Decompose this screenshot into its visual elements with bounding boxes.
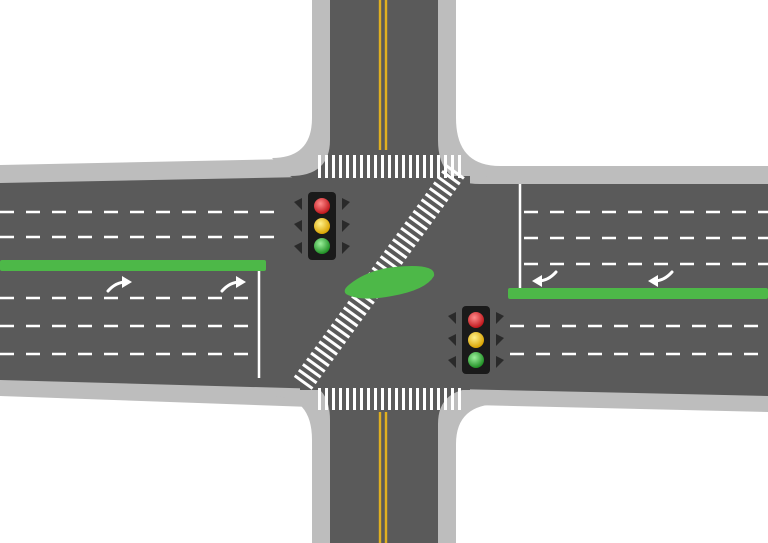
crosswalk-stripe: [388, 388, 391, 410]
crosswalk-stripe: [437, 388, 440, 410]
crosswalk-stripe: [420, 198, 441, 214]
crosswalk-stripe: [392, 238, 412, 254]
crosswalk-stripe: [326, 329, 347, 345]
crosswalk-stripe: [432, 181, 453, 197]
crosswalk-stripe: [360, 388, 363, 410]
crosswalk-stripe: [330, 323, 351, 339]
crosswalk-stripe: [322, 334, 343, 351]
crosswalk-stripe: [395, 388, 398, 410]
crosswalk-stripe: [310, 351, 330, 368]
signal-green-lamp: [468, 352, 484, 368]
center-line-north: [378, 0, 388, 150]
signal-red-lamp: [468, 312, 484, 328]
crosswalk-stripe: [416, 155, 419, 178]
crosswalk-stripe: [387, 243, 408, 260]
crosswalk-stripe: [388, 155, 391, 178]
turn-arrow-east-1: [532, 270, 558, 287]
turn-arrow-east-2: [648, 270, 674, 287]
crosswalk-stripe: [458, 155, 461, 178]
crosswalk-stripe: [338, 312, 359, 328]
crosswalk-stripe: [400, 226, 420, 243]
traffic-light-northwest: [294, 192, 350, 260]
signal-yellow-lamp: [468, 332, 484, 348]
crosswalk-stripe: [430, 155, 433, 178]
lane-dashes-west: [0, 210, 285, 356]
crosswalk-stripe: [339, 155, 342, 178]
crosswalk-stripe: [381, 155, 384, 178]
signal-red-lamp: [314, 198, 330, 214]
crosswalk-stripe: [347, 300, 367, 316]
crosswalk-stripe: [325, 388, 328, 410]
crosswalk-stripe: [423, 155, 426, 178]
crosswalk-stripe: [402, 155, 405, 178]
crosswalk-stripe: [445, 164, 465, 180]
crosswalk-stripe: [437, 175, 457, 192]
crosswalk-stripe: [409, 155, 412, 178]
road-corner-nw: [290, 140, 330, 200]
signal-yellow-lamp: [314, 218, 330, 234]
crosswalk-stripe: [374, 155, 377, 178]
crosswalk-stripe: [409, 388, 412, 410]
crosswalk-stripe: [367, 155, 370, 178]
crosswalk-stripe: [428, 187, 449, 203]
crosswalk-stripe: [430, 388, 433, 410]
crosswalk-stripe: [451, 388, 454, 410]
crosswalk-stripe: [297, 368, 318, 385]
crosswalk-stripe: [318, 155, 321, 178]
crosswalk-stripe: [374, 388, 377, 410]
crosswalk-stripe: [353, 388, 356, 410]
median-center-island: [344, 266, 435, 299]
crosswalk-north: [318, 155, 461, 178]
crosswalk-south: [318, 388, 461, 410]
crosswalk-stripe: [451, 155, 454, 178]
crosswalk-stripe: [408, 215, 428, 231]
crosswalk-stripe: [402, 388, 405, 410]
crosswalk-stripe: [381, 388, 384, 410]
center-line-south: [378, 412, 388, 543]
traffic-light-southeast: [448, 306, 504, 374]
crosswalk-stripe: [412, 209, 433, 226]
crosswalk-stripe: [437, 155, 440, 178]
crosswalk-stripe: [383, 249, 404, 265]
crosswalk-stripe: [318, 340, 338, 356]
crosswalk-stripe: [346, 155, 349, 178]
crosswalk-stripe: [351, 294, 371, 311]
crosswalk-stripe: [325, 155, 328, 178]
road-west: [0, 176, 360, 390]
crosswalk-stripe: [404, 221, 424, 237]
signal-green-lamp: [314, 238, 330, 254]
median-west: [0, 260, 266, 271]
crosswalk-stripe: [423, 388, 426, 410]
crosswalk-stripe: [424, 192, 445, 209]
road-corner-se: [438, 360, 480, 424]
crosswalk-stripe: [367, 388, 370, 410]
crosswalk-stripe: [306, 357, 326, 373]
lane-dashes-east: [510, 210, 768, 356]
crosswalk-stripe: [332, 155, 335, 178]
crosswalk-stripe: [395, 155, 398, 178]
crosswalk-stripe: [314, 346, 334, 362]
crosswalk-stripe: [416, 388, 419, 410]
crosswalk-stripe: [301, 363, 322, 379]
turn-arrow-west-1: [106, 276, 132, 293]
crosswalk-stripe: [441, 170, 461, 186]
crosswalk-stripe: [332, 388, 335, 410]
crosswalk-stripe: [318, 388, 321, 410]
crosswalk-stripe: [342, 306, 363, 322]
crosswalk-stripe: [353, 155, 356, 178]
crosswalk-stripe: [458, 388, 461, 410]
crosswalk-stripe: [293, 374, 314, 390]
crosswalk-stripe: [416, 204, 437, 220]
crosswalk-stripe: [346, 388, 349, 410]
crosswalk-stripe: [444, 388, 447, 410]
crosswalk-stripe: [339, 388, 342, 410]
crosswalk-stripe: [334, 317, 355, 333]
median-east: [508, 288, 768, 299]
crosswalk-stripe: [360, 155, 363, 178]
crosswalk-stripe: [396, 232, 416, 248]
turn-arrow-west-2: [220, 276, 246, 293]
